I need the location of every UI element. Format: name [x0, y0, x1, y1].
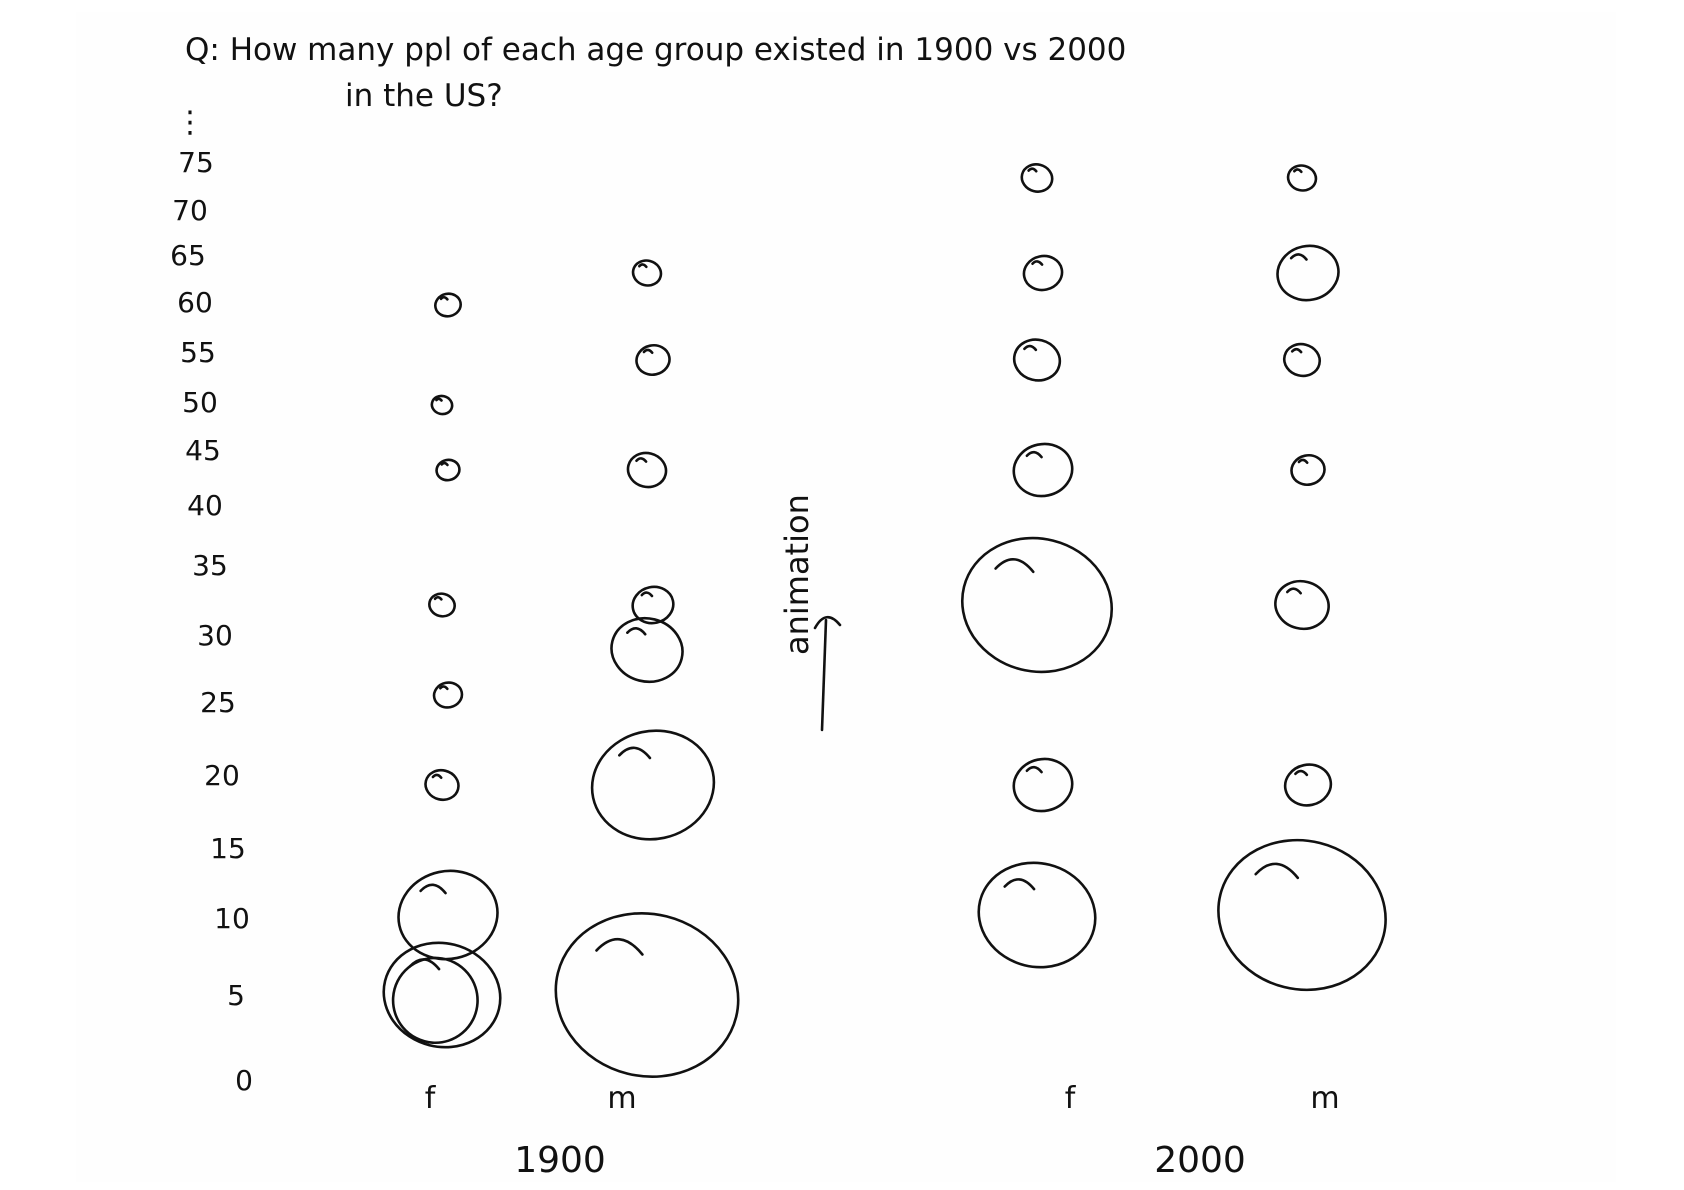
column-label-2000-m: m [1310, 1081, 1339, 1116]
y-tick-label: 75 [178, 146, 214, 179]
paper [76, 12, 1616, 1182]
bubble-stroke-tick [640, 591, 654, 598]
y-tick-label: 35 [192, 549, 228, 582]
age-bubble [626, 451, 668, 489]
bubble-stroke-tick [1292, 168, 1303, 174]
y-tick-label: 15 [210, 832, 246, 865]
age-bubble [977, 861, 1097, 969]
y-tick-label: 40 [187, 489, 223, 522]
question-line-1: Q: How many ppl of each age group existe… [185, 32, 1126, 68]
age-bubble [1012, 757, 1074, 813]
bubble-stroke-tick [433, 595, 443, 601]
age-bubble [635, 343, 671, 377]
axis-continuation-dots: ⋮ [175, 105, 205, 140]
age-bubble [434, 292, 462, 318]
column-label-1900-m: m [607, 1081, 636, 1116]
bubble-stroke-tick [1025, 450, 1043, 459]
bubble-columns [382, 163, 1387, 1078]
column-label-1900-f: f [425, 1081, 437, 1116]
age-bubble [1020, 163, 1054, 193]
bubble-stroke-tick [438, 685, 449, 691]
bubble-column-1900-f [382, 292, 502, 1049]
bubble-stroke-tick [1285, 587, 1302, 595]
animation-arrow-head [813, 615, 842, 630]
age-bubble [432, 681, 464, 709]
age-bubble [1022, 254, 1064, 292]
bubble-stroke-tick [642, 348, 654, 354]
y-tick-label: 55 [180, 336, 216, 369]
bubble-stroke-tick [1254, 862, 1300, 880]
y-tick-label: 65 [170, 239, 206, 272]
age-bubble [424, 768, 460, 802]
bubble-stroke-tick [1297, 458, 1309, 464]
y-tick-label: 5 [227, 979, 245, 1012]
y-tick-label: 20 [204, 759, 240, 792]
age-bubble [590, 729, 716, 841]
age-bubble [1290, 453, 1326, 487]
bubble-column-1900-m [554, 259, 740, 1078]
age-bubble [397, 869, 499, 961]
animation-label: animation [778, 494, 816, 655]
age-bubble [1286, 164, 1318, 192]
age-bubble [610, 616, 684, 684]
bubble-stroke-tick [626, 627, 647, 636]
age-bubble [428, 592, 456, 618]
age-bubble [1217, 838, 1387, 992]
group-label-1900: 1900 [514, 1140, 606, 1181]
age-bubble [1282, 342, 1322, 378]
bubble-column-2000-m [1217, 164, 1387, 992]
y-tick-label: 50 [182, 386, 218, 419]
group-labels: 1900 2000 [514, 1140, 1246, 1181]
age-bubble [430, 394, 454, 416]
bubble-stroke-tick [635, 457, 648, 463]
bubble-stroke-tick [595, 938, 644, 956]
bubble-stroke-tick [1290, 347, 1303, 354]
bubble-stroke-tick [1031, 260, 1044, 266]
bubble-stroke-tick [637, 263, 648, 269]
age-bubble [1274, 579, 1330, 631]
age-bubble [554, 912, 740, 1078]
y-tick-label: 0 [235, 1064, 253, 1097]
bubble-stroke-tick [994, 558, 1035, 574]
age-bubble [1012, 442, 1074, 498]
bubble-stroke-tick [1294, 769, 1309, 777]
age-bubble [631, 585, 675, 625]
column-label-2000-f: f [1065, 1081, 1077, 1116]
bubble-stroke-tick [1289, 253, 1308, 261]
age-bubble-inner [391, 956, 479, 1045]
bubble-stroke-tick [1003, 878, 1036, 891]
bubble-stroke-tick [439, 295, 449, 301]
y-tick-label: 25 [200, 686, 236, 719]
bubble-stroke-tick [618, 746, 652, 760]
animation-arrow-shaft [820, 618, 828, 732]
y-tick-label: 10 [214, 902, 250, 935]
bubble-stroke-tick [1027, 167, 1038, 173]
bubble-stroke-tick [1023, 344, 1038, 352]
age-bubble [631, 259, 663, 287]
y-tick-label: 60 [177, 286, 213, 319]
bubble-stroke-tick [435, 397, 443, 402]
y-tick-label: 30 [197, 619, 233, 652]
y-tick-label: 70 [172, 194, 208, 227]
bubble-column-2000-f [960, 163, 1114, 969]
bubble-stroke-tick [440, 461, 449, 467]
age-bubble [435, 458, 461, 482]
age-bubble [960, 536, 1114, 674]
age-bubble [382, 941, 502, 1049]
age-bubble [1283, 763, 1333, 807]
age-bubble [1276, 244, 1340, 302]
group-label-2000: 2000 [1154, 1140, 1246, 1181]
y-tick-label: 45 [185, 434, 221, 467]
bubble-stroke-tick [1025, 765, 1043, 774]
bubble-stroke-tick [419, 883, 447, 895]
question-line-2: in the US? [345, 78, 503, 114]
bubble-stroke-tick [431, 773, 443, 779]
age-bubble [1012, 338, 1062, 382]
